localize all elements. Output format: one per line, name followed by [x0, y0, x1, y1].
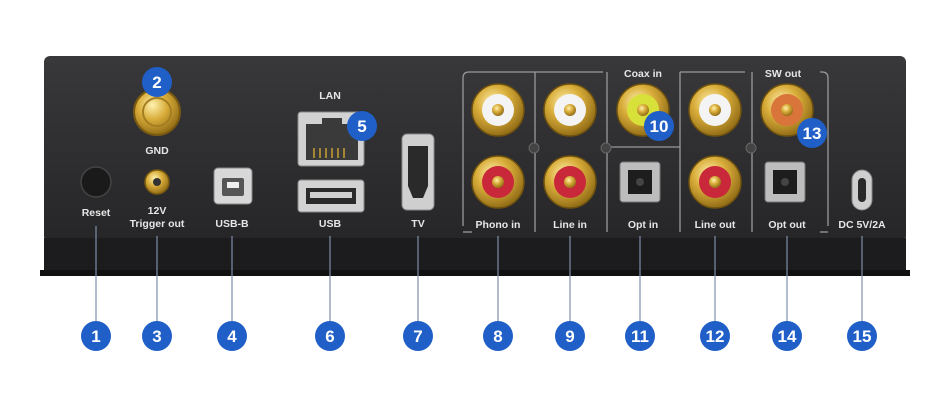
svg-text:15: 15 — [853, 327, 872, 346]
svg-text:2: 2 — [152, 73, 161, 92]
line-out-right-jack[interactable] — [688, 155, 742, 209]
svg-text:12: 12 — [706, 327, 725, 346]
reset-button[interactable] — [80, 166, 112, 198]
svg-text:13: 13 — [803, 124, 822, 143]
svg-text:7: 7 — [413, 327, 422, 346]
dc-label: DC 5V/2A — [838, 219, 886, 231]
line-in-right-jack[interactable] — [543, 155, 597, 209]
callout-lines — [95, 226, 863, 322]
phono-in-left-jack[interactable] — [471, 83, 525, 137]
svg-text:1: 1 — [91, 327, 100, 346]
svg-text:8: 8 — [493, 327, 502, 346]
svg-text:10: 10 — [650, 117, 669, 136]
callout-11 — [625, 321, 655, 351]
opt-in-label: Opt in — [628, 219, 658, 231]
svg-text:5: 5 — [357, 117, 366, 136]
callout-markers: 1 2 3 4 5 6 7 8 9 10 11 12 13 14 15 — [81, 67, 877, 351]
gnd-label: GND — [145, 145, 169, 157]
callout-5 — [347, 111, 377, 141]
callout-7 — [403, 321, 433, 351]
callout-6 — [315, 321, 345, 351]
svg-text:4: 4 — [227, 327, 237, 346]
opt-out-label: Opt out — [768, 219, 806, 231]
sw-out-jack[interactable] — [760, 83, 814, 137]
tv-label: TV — [411, 218, 424, 230]
callout-1 — [81, 321, 111, 351]
coax-in-label: Coax in — [624, 68, 662, 80]
callout-2 — [142, 67, 172, 97]
usb-b-label: USB-B — [215, 218, 249, 230]
callout-13 — [797, 118, 827, 148]
line-in-label: Line in — [553, 219, 587, 231]
reset-label: Reset — [82, 207, 111, 219]
rear-panel — [44, 56, 906, 242]
svg-text:6: 6 — [325, 327, 334, 346]
callout-10 — [644, 111, 674, 141]
phono-in-right-jack[interactable] — [471, 155, 525, 209]
phono-in-label: Phono in — [476, 219, 521, 231]
sw-out-label: SW out — [765, 68, 802, 80]
line-out-left-jack[interactable] — [688, 83, 742, 137]
optical-in-port[interactable] — [619, 161, 661, 203]
callout-12 — [700, 321, 730, 351]
device-foot — [40, 270, 910, 276]
svg-text:11: 11 — [631, 327, 649, 346]
callout-8 — [483, 321, 513, 351]
svg-text:14: 14 — [778, 327, 797, 346]
svg-text:9: 9 — [565, 327, 574, 346]
line-out-label: Line out — [695, 219, 736, 231]
svg-text:3: 3 — [152, 327, 161, 346]
audio-group-frame — [462, 71, 829, 233]
device-base — [44, 238, 906, 274]
lan-label: LAN — [319, 90, 341, 102]
callout-15 — [847, 321, 877, 351]
trigger-label-line1: 12V — [148, 205, 167, 217]
panel-screws — [528, 142, 757, 154]
callout-4 — [217, 321, 247, 351]
optical-out-port[interactable] — [764, 161, 806, 203]
callout-9 — [555, 321, 585, 351]
line-in-left-jack[interactable] — [543, 83, 597, 137]
trigger-label-line2: Trigger out — [130, 218, 185, 230]
usb-label: USB — [319, 218, 342, 230]
callout-14 — [772, 321, 802, 351]
callout-3 — [142, 321, 172, 351]
